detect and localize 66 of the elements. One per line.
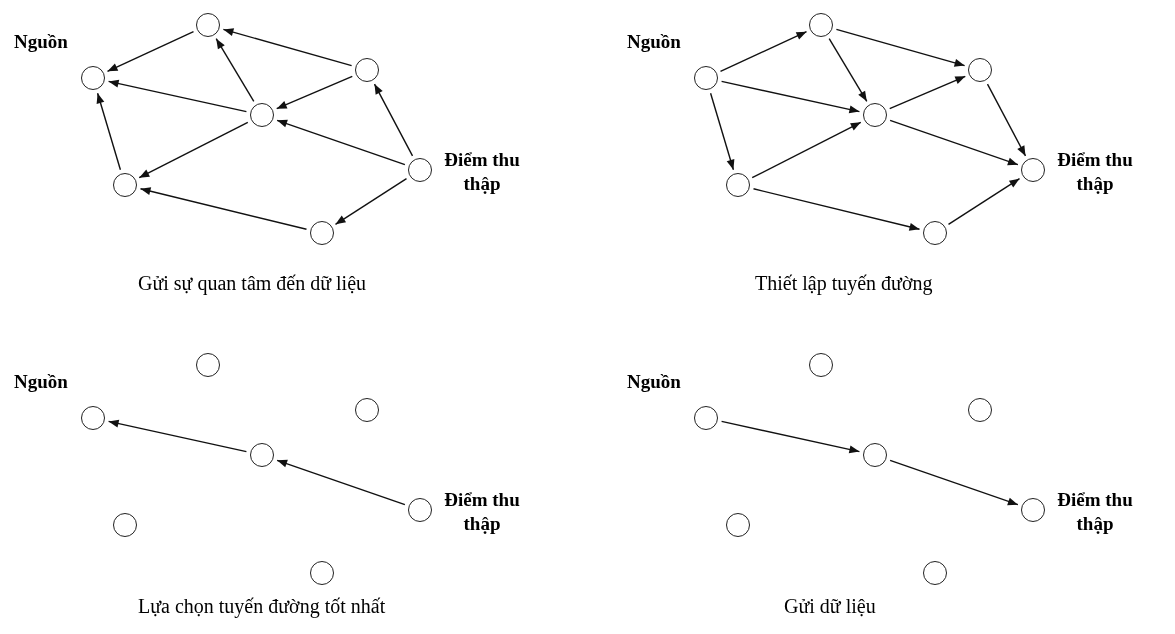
arrow xyxy=(138,121,249,179)
node-circle xyxy=(310,561,334,585)
arrow xyxy=(986,83,1027,157)
arrow xyxy=(720,420,861,454)
arrow xyxy=(107,419,248,453)
node-circle xyxy=(923,221,947,245)
arrow xyxy=(276,119,406,166)
node-circle xyxy=(113,513,137,537)
arrow xyxy=(719,31,808,72)
arrow xyxy=(215,38,255,102)
node-label: Điểm thu thập xyxy=(1056,488,1134,536)
arrow xyxy=(222,28,353,67)
node-label: Điểm thu thập xyxy=(443,488,521,536)
panel-caption: Gửi dữ liệu xyxy=(784,595,876,618)
panel-caption: Thiết lập tuyến đường xyxy=(755,272,933,295)
arrow xyxy=(889,119,1019,166)
node-circle xyxy=(81,66,105,90)
panel-caption: Lựa chọn tuyến đường tốt nhất xyxy=(138,595,386,618)
node-circle xyxy=(694,66,718,90)
node-circle xyxy=(968,398,992,422)
arrow xyxy=(106,31,195,72)
node-circle xyxy=(250,443,274,467)
arrow xyxy=(373,83,414,157)
arrow xyxy=(828,38,868,102)
arrow xyxy=(276,459,406,506)
node-circle xyxy=(968,58,992,82)
node-circle xyxy=(113,173,137,197)
arrow xyxy=(889,75,966,110)
arrow xyxy=(276,75,353,110)
node-circle xyxy=(355,398,379,422)
node-circle xyxy=(726,513,750,537)
node-circle xyxy=(1021,498,1045,522)
node-circle xyxy=(81,406,105,430)
node-circle xyxy=(726,173,750,197)
node-circle xyxy=(196,13,220,37)
node-label: Điểm thu thập xyxy=(1056,148,1134,196)
node-circle xyxy=(863,443,887,467)
arrow xyxy=(139,187,308,230)
arrow xyxy=(889,459,1019,506)
node-circle xyxy=(310,221,334,245)
node-circle xyxy=(196,353,220,377)
node-label: Nguồn xyxy=(626,30,682,54)
arrow xyxy=(752,188,921,231)
arrow xyxy=(947,178,1021,225)
arrow xyxy=(334,178,408,225)
node-circle xyxy=(923,561,947,585)
node-label: Nguồn xyxy=(13,370,69,394)
node-circle xyxy=(1021,158,1045,182)
arrow xyxy=(720,80,861,114)
arrow xyxy=(709,92,735,171)
node-circle xyxy=(408,158,432,182)
node-circle xyxy=(694,406,718,430)
node-label: Điểm thu thập xyxy=(443,148,521,196)
arrow xyxy=(107,79,248,113)
node-label: Nguồn xyxy=(13,30,69,54)
node-circle xyxy=(250,103,274,127)
arrow xyxy=(751,121,862,179)
node-circle xyxy=(355,58,379,82)
arrow xyxy=(96,92,122,171)
node-circle xyxy=(408,498,432,522)
arrow xyxy=(835,28,966,67)
node-label: Nguồn xyxy=(626,370,682,394)
panel-caption: Gửi sự quan tâm đến dữ liệu xyxy=(138,272,367,295)
node-circle xyxy=(809,13,833,37)
node-circle xyxy=(863,103,887,127)
node-circle xyxy=(809,353,833,377)
